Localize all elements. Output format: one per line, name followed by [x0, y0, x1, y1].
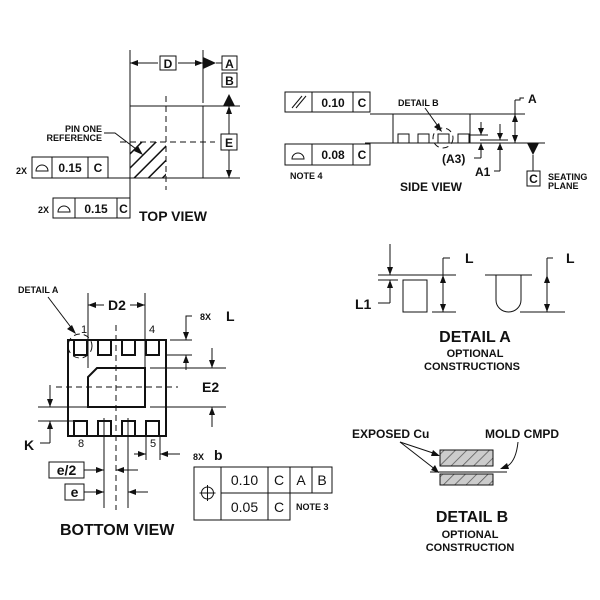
- fcf2-count: 2X: [38, 205, 49, 215]
- dim-a: A: [528, 92, 537, 106]
- dim-l-detail-a-rounded: L: [566, 250, 575, 266]
- pin-one-label: PIN ONE: [65, 124, 102, 134]
- dim-d2: D2: [108, 297, 126, 313]
- dim-d: D: [164, 57, 173, 71]
- fcf1-datum: C: [94, 161, 103, 175]
- datum-c: C: [529, 172, 538, 186]
- top-view: D A B E PIN ONE REFERENCE 2X 0.15 C 2X 0…: [16, 50, 240, 224]
- detail-a-title: DETAIL A: [439, 329, 511, 346]
- profile-surface-icon: [57, 205, 71, 213]
- pin-one-hatch: [130, 142, 166, 178]
- fcf-parallel-datum: C: [358, 96, 367, 110]
- side-view: DETAIL B 0.10 C 0.08 C NOTE 4 SIDE VIEW …: [284, 91, 587, 194]
- fcf-row1-value: 0.10: [231, 472, 258, 488]
- dim-e-half: e/2: [57, 462, 77, 478]
- detail-a-subtitle-2: CONSTRUCTIONS: [424, 361, 520, 373]
- fcf-row2-value: 0.05: [231, 499, 258, 515]
- reference-label: REFERENCE: [46, 133, 102, 143]
- fcf-row1-datum-a: A: [296, 472, 306, 488]
- fcf1-value: 0.15: [58, 161, 82, 175]
- bottom-view: D2 DETAIL A 1 4 8 5 8X L E2 K 8X b e/2 e…: [18, 285, 333, 539]
- fcf-row2-datum: C: [274, 499, 284, 515]
- mold-cmpd-label: MOLD CMPD: [485, 427, 559, 441]
- bottom-view-title: BOTTOM VIEW: [60, 522, 175, 539]
- fcf1-count: 2X: [16, 166, 27, 176]
- dim-l-detail-a: L: [465, 250, 474, 266]
- fcf2-datum: C: [119, 202, 128, 216]
- exposed-cu-label: EXPOSED Cu: [352, 427, 429, 441]
- dim-a3: (A3): [442, 152, 465, 166]
- seating-label: SEATING: [548, 172, 587, 182]
- profile-surface-icon: [291, 152, 305, 160]
- lower-copper: [439, 473, 494, 486]
- plane-label: PLANE: [548, 181, 579, 191]
- datum-b: B: [225, 74, 234, 88]
- fcf-profile-datum: C: [358, 148, 367, 162]
- dim-e-pitch: e: [71, 484, 79, 500]
- pin-8-label: 8: [78, 438, 84, 450]
- detail-b-callout: DETAIL B: [398, 98, 439, 108]
- datum-a: A: [225, 57, 234, 71]
- fcf-row1-datum-b: B: [317, 472, 326, 488]
- fcf-row1-datum-c: C: [274, 472, 284, 488]
- fcf-note: NOTE 3: [296, 502, 329, 512]
- profile-surface-icon: [35, 164, 49, 172]
- square-terminal: [402, 279, 428, 313]
- detail-b-title: DETAIL B: [436, 509, 508, 526]
- dim-k: K: [24, 437, 34, 453]
- fcf2-value: 0.15: [84, 202, 108, 216]
- dim-l1: L1: [355, 296, 372, 312]
- note-4: NOTE 4: [290, 171, 323, 181]
- position-icon: [199, 485, 216, 501]
- detail-b-subtitle-1: OPTIONAL: [442, 529, 499, 541]
- detail-a: L1 L L DETAIL A OPTIONAL CONSTRUCTIONS: [355, 244, 575, 373]
- rounded-terminal: [495, 275, 522, 313]
- side-view-title: SIDE VIEW: [400, 180, 463, 194]
- top-view-title: TOP VIEW: [139, 208, 208, 224]
- dim-e: E: [225, 136, 233, 150]
- dim-l: L: [226, 308, 235, 324]
- dim-b-count: 8X: [193, 452, 204, 462]
- bottom-body: [67, 339, 167, 437]
- dim-a1: A1: [475, 165, 491, 179]
- dim-e2: E2: [202, 379, 219, 395]
- fcf-profile-value: 0.08: [321, 148, 345, 162]
- detail-a-callout: DETAIL A: [18, 285, 59, 295]
- pin-1-label: 1: [81, 324, 87, 336]
- parallelism-icon: [291, 95, 307, 109]
- detail-a-subtitle-1: OPTIONAL: [447, 348, 504, 360]
- pin-4-label: 4: [149, 324, 155, 336]
- pin-5-label: 5: [150, 438, 156, 450]
- fcf-parallel-value: 0.10: [321, 96, 345, 110]
- detail-b-subtitle-2: CONSTRUCTION: [426, 542, 515, 554]
- dim-l-count: 8X: [200, 312, 211, 322]
- dim-b: b: [214, 447, 223, 463]
- detail-b: EXPOSED Cu MOLD CMPD DETAIL B OPTIONAL C…: [352, 427, 559, 554]
- upper-copper: [439, 449, 494, 467]
